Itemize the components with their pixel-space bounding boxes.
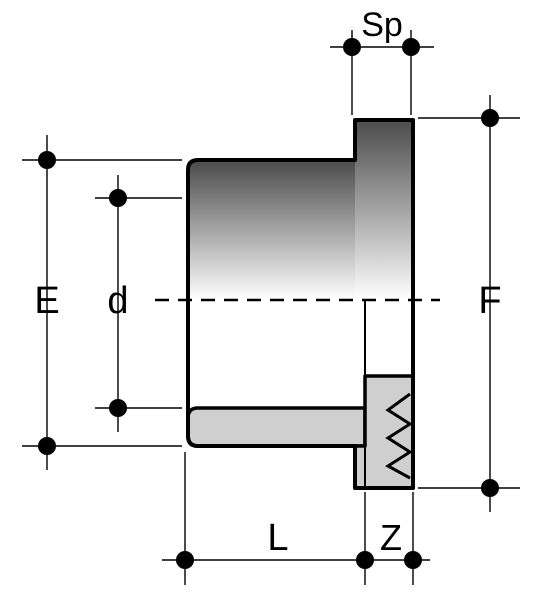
pipe-wall-section [186,406,367,448]
sleeve-upper [188,160,355,300]
fitting-outline [186,118,415,490]
dimension-z: Z [380,492,422,585]
thread-zigzag [385,392,413,480]
dimension-d-label: d [107,280,128,322]
dimension-z-label: Z [380,517,402,558]
dimension-d: d [95,175,182,432]
dimension-l: L [162,452,430,585]
dimension-e-label: E [34,280,59,322]
dimension-f: F [418,95,520,512]
lower-section-view [186,300,415,490]
flange-section [353,374,415,490]
dimension-sp: Sp [330,6,434,115]
dimension-l-label: L [267,517,288,559]
dimension-f-label: F [478,280,501,322]
dimension-e: E [22,135,182,470]
upper-shaded-view [188,120,413,300]
dimension-sp-label: Sp [361,6,403,44]
flange-upper [355,120,413,300]
